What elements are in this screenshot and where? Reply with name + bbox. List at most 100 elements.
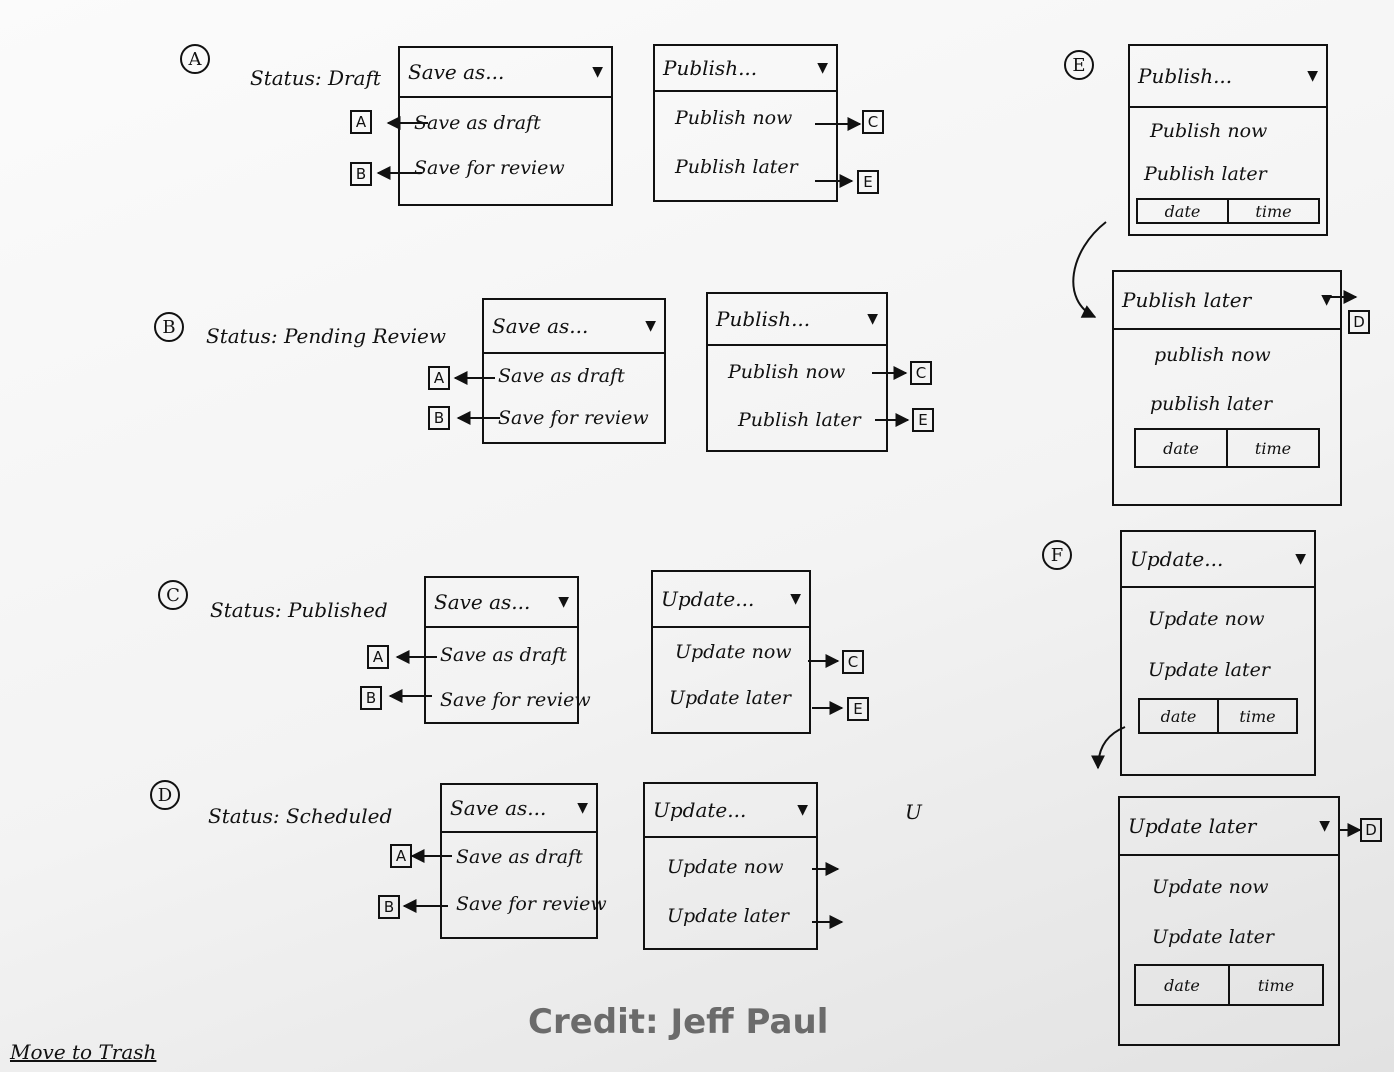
state-b-save-dropdown[interactable]: Save as...▼ Save as draft Save for revie… <box>482 298 666 444</box>
publish-header[interactable]: Publish...▼ <box>655 46 836 92</box>
save-as-header[interactable]: Save as...▼ <box>442 785 596 833</box>
save-as-draft-option[interactable]: Save as draft <box>498 365 625 387</box>
publish-later-option[interactable]: Publish later <box>675 156 798 178</box>
triangle-down-icon: ▼ <box>1319 818 1330 834</box>
target-tag-a: A <box>367 645 389 669</box>
date-field[interactable]: date <box>1160 706 1197 726</box>
panel-e-marker: E <box>1064 50 1094 80</box>
target-tag-a: A <box>350 110 372 134</box>
date-time-picker[interactable]: date time <box>1136 198 1320 224</box>
triangle-down-icon: ▼ <box>790 591 801 607</box>
time-field[interactable]: time <box>1227 200 1318 222</box>
triangle-down-icon: ▼ <box>797 802 808 818</box>
time-field[interactable]: time <box>1228 966 1322 1004</box>
date-field[interactable]: date <box>1163 438 1199 458</box>
save-as-draft-option[interactable]: Save as draft <box>414 112 541 134</box>
triangle-down-icon: ▼ <box>1307 68 1318 84</box>
save-as-draft-option[interactable]: Save as draft <box>440 644 567 666</box>
state-b-publish-dropdown[interactable]: Publish...▼ Publish now Publish later <box>706 292 888 452</box>
panel-e-publish-open-dropdown[interactable]: Publish...▼ Publish now Publish later da… <box>1128 44 1328 236</box>
panel-e-publish-later-dropdown[interactable]: Publish later▼ publish now publish later… <box>1112 270 1342 506</box>
update-header[interactable]: Update...▼ <box>653 572 809 628</box>
date-field[interactable]: date <box>1164 975 1200 995</box>
triangle-down-icon: ▼ <box>558 594 569 610</box>
publish-later-header[interactable]: Publish later▼ <box>1114 272 1340 330</box>
panel-f-letter: F <box>1050 544 1064 566</box>
date-time-picker[interactable]: date time <box>1134 428 1320 468</box>
save-for-review-option[interactable]: Save for review <box>440 689 591 711</box>
panel-f-update-later-dropdown[interactable]: Update later▼ Update now Update later da… <box>1118 796 1340 1046</box>
state-d-marker: D <box>150 780 180 810</box>
save-as-header[interactable]: Save as...▼ <box>400 48 611 98</box>
publish-now-option[interactable]: publish now <box>1154 344 1271 366</box>
target-tag-d: D <box>1348 310 1370 334</box>
panel-f-marker: F <box>1042 540 1072 570</box>
update-now-option[interactable]: Update now <box>1148 608 1265 630</box>
triangle-down-icon: ▼ <box>592 64 603 80</box>
panel-f-update-open-dropdown[interactable]: Update...▼ Update now Update later date … <box>1120 530 1316 776</box>
publish-later-option[interactable]: Publish later <box>1144 163 1267 185</box>
update-later-header[interactable]: Update later▼ <box>1120 798 1338 856</box>
publish-now-option[interactable]: Publish now <box>1150 120 1268 142</box>
update-now-option[interactable]: Update now <box>675 641 792 663</box>
target-tag-c: C <box>910 361 932 385</box>
target-tag-b: B <box>378 895 400 919</box>
publish-now-option[interactable]: Publish now <box>675 107 793 129</box>
save-as-header[interactable]: Save as...▼ <box>484 300 664 354</box>
update-later-option[interactable]: Update later <box>667 905 789 927</box>
update-later-option[interactable]: Update later <box>669 687 791 709</box>
time-field[interactable]: time <box>1226 430 1318 466</box>
save-for-review-option[interactable]: Save for review <box>456 893 607 915</box>
target-tag-a: A <box>428 366 450 390</box>
state-c-update-dropdown[interactable]: Update...▼ Update now Update later <box>651 570 811 734</box>
state-d-save-dropdown[interactable]: Save as...▼ Save as draft Save for revie… <box>440 783 607 939</box>
update-header[interactable]: Update...▼ <box>1122 532 1314 588</box>
triangle-down-icon: ▼ <box>577 800 588 816</box>
publish-header[interactable]: Publish...▼ <box>708 294 886 346</box>
target-tag-e: E <box>857 170 879 194</box>
credit-caption: Credit: Jeff Paul <box>528 1002 829 1042</box>
triangle-down-icon: ▼ <box>817 60 828 76</box>
state-b-letter: B <box>162 316 176 338</box>
state-b-status: Status: Pending Review <box>206 324 446 348</box>
update-later-option[interactable]: Update later <box>1148 659 1270 681</box>
date-time-picker[interactable]: date time <box>1134 964 1324 1006</box>
state-c-letter: C <box>166 584 180 606</box>
target-tag-e: E <box>847 697 869 721</box>
update-now-option[interactable]: Update now <box>667 856 784 878</box>
target-tag-b: B <box>350 162 372 186</box>
state-d-update-dropdown[interactable]: Update...▼ Update now Update later <box>643 782 818 950</box>
publish-later-option[interactable]: publish later <box>1150 393 1273 415</box>
move-to-trash-link[interactable]: Move to Trash <box>10 1040 157 1064</box>
state-a-marker: A <box>180 44 210 74</box>
date-field[interactable]: date <box>1164 201 1201 221</box>
state-a-letter: A <box>188 48 202 70</box>
state-a-publish-dropdown[interactable]: Publish...▼ Publish now Publish later <box>653 44 838 202</box>
triangle-down-icon: ▼ <box>645 318 656 334</box>
triangle-down-icon: ▼ <box>1321 292 1332 308</box>
update-header[interactable]: Update...▼ <box>645 784 816 838</box>
save-as-header[interactable]: Save as...▼ <box>426 578 577 628</box>
target-tag-b: B <box>428 406 450 430</box>
state-c-save-dropdown[interactable]: Save as...▼ Save as draft Save for revie… <box>424 576 591 724</box>
state-c-status: Status: Published <box>210 598 388 622</box>
panel-e-letter: E <box>1072 54 1086 76</box>
save-for-review-option[interactable]: Save for review <box>498 407 649 429</box>
state-d-status: Status: Scheduled <box>208 804 393 828</box>
target-tag-c: C <box>862 110 884 134</box>
target-tag-e: E <box>912 408 934 432</box>
publish-header[interactable]: Publish...▼ <box>1130 46 1326 108</box>
state-a-save-dropdown[interactable]: Save as...▼ Save as draft Save for revie… <box>398 46 613 206</box>
time-field[interactable]: time <box>1217 700 1296 732</box>
date-time-picker[interactable]: date time <box>1138 698 1298 734</box>
stray-mark: U <box>905 800 922 824</box>
publish-now-option[interactable]: Publish now <box>728 361 846 383</box>
save-for-review-option[interactable]: Save for review <box>414 157 565 179</box>
triangle-down-icon: ▼ <box>867 311 878 327</box>
target-tag-a: A <box>390 844 412 868</box>
save-as-draft-option[interactable]: Save as draft <box>456 846 583 868</box>
state-d-letter: D <box>157 784 173 806</box>
update-now-option[interactable]: Update now <box>1152 876 1269 898</box>
publish-later-option[interactable]: Publish later <box>738 409 861 431</box>
update-later-option[interactable]: Update later <box>1152 926 1274 948</box>
